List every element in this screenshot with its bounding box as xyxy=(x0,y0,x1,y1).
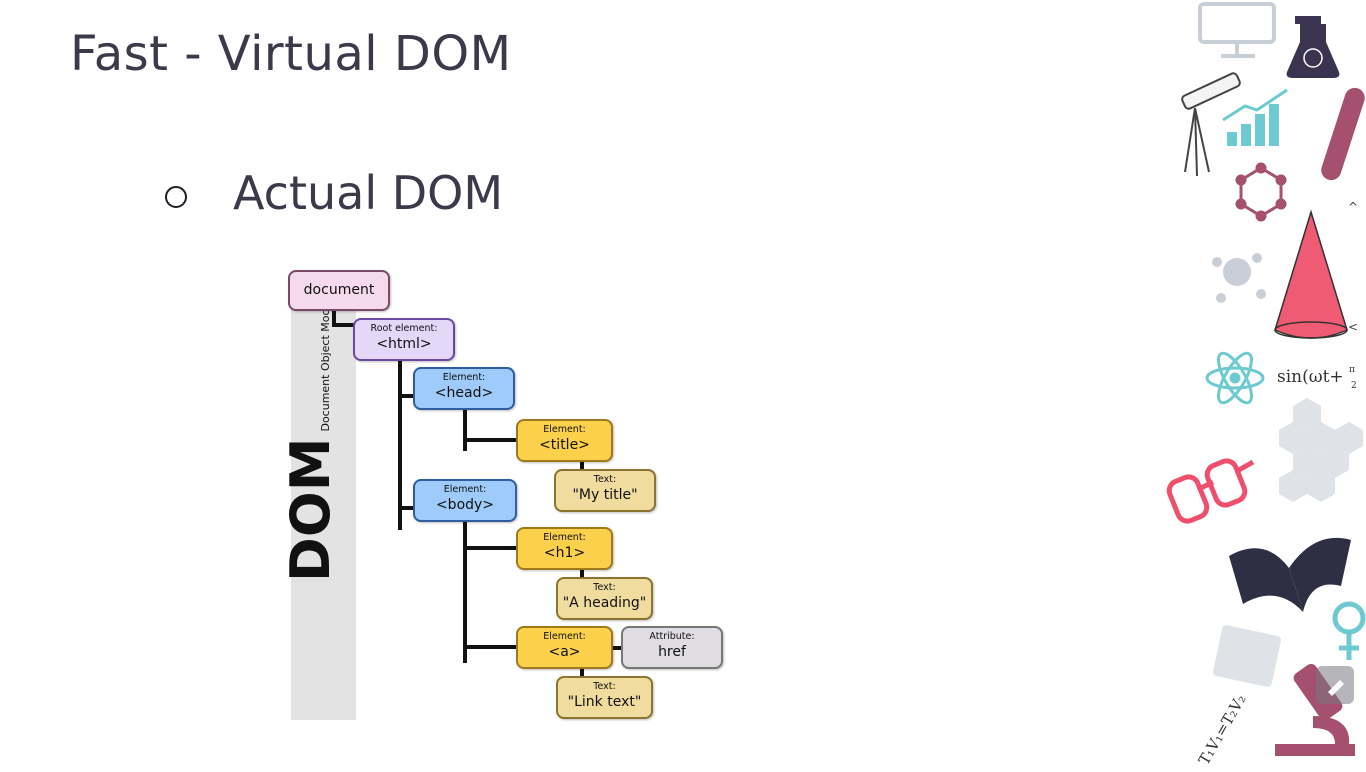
dom-sublabel: Document Object Model xyxy=(319,298,332,432)
node-h1-text-value: "A heading" xyxy=(562,595,647,611)
node-h1: Element: <h1> xyxy=(516,527,613,570)
glasses-icon xyxy=(1166,458,1255,524)
connector-line xyxy=(332,323,354,327)
node-h1-text: Text: "A heading" xyxy=(556,577,653,620)
connector-line xyxy=(398,506,414,510)
node-a: Element: <a> xyxy=(516,626,613,669)
connector-line xyxy=(463,409,467,451)
hexagon-pattern-icon xyxy=(1279,398,1363,502)
node-head: Element: <head> xyxy=(413,367,515,410)
node-a-kind: Element: xyxy=(543,631,586,642)
bullet-circle-icon xyxy=(165,186,187,208)
connector-line xyxy=(398,394,414,398)
bullet-item: Actual DOM xyxy=(165,166,503,220)
connector-line xyxy=(463,521,467,663)
chevron-down-icon[interactable]: < xyxy=(1347,320,1358,334)
formula-numerator: π xyxy=(1349,365,1355,375)
node-document: document xyxy=(288,270,390,311)
node-a-text: Text: "Link text" xyxy=(556,676,653,719)
node-a-text-value: "Link text" xyxy=(567,694,642,710)
connector-line xyxy=(332,302,336,327)
node-html-kind: Root element: xyxy=(370,323,438,334)
female-symbol-icon xyxy=(1332,601,1366,660)
formula-gas-law: T₁V₁=T₂V₂ xyxy=(1195,691,1250,768)
node-body: Element: <body> xyxy=(413,479,517,522)
connector-line xyxy=(463,546,517,550)
slide-title: Fast - Virtual DOM xyxy=(70,26,512,82)
notepad-icon xyxy=(1212,625,1282,687)
node-head-kind: Element: xyxy=(442,372,486,383)
node-html: Root element: <html> xyxy=(353,318,455,361)
bar-chart-icon xyxy=(1222,88,1288,146)
formula-text: sin(ωt+ xyxy=(1277,367,1344,387)
monitor-icon xyxy=(1198,2,1276,58)
cone-icon xyxy=(1274,209,1348,339)
connector-line xyxy=(580,461,584,471)
node-body-kind: Element: xyxy=(443,484,487,495)
node-document-label: document xyxy=(303,282,375,298)
molecule-icon xyxy=(1235,162,1287,222)
connector-line xyxy=(580,569,584,579)
connector-line xyxy=(611,646,623,650)
dom-side-label: DOM Document Object Model xyxy=(279,298,342,582)
node-h1-text-kind: Text: xyxy=(593,582,616,593)
node-a-text-kind: Text: xyxy=(593,681,616,692)
node-title: Element: <title> xyxy=(516,419,613,462)
bullet-text: Actual DOM xyxy=(233,166,504,220)
node-title-text-kind: Text: xyxy=(593,474,617,485)
dom-side-band xyxy=(291,308,356,720)
test-tube-icon xyxy=(1321,87,1365,181)
node-h1-tag: <h1> xyxy=(543,545,586,561)
node-head-tag: <head> xyxy=(434,385,494,401)
node-a-attribute: Attribute: href xyxy=(621,626,723,669)
node-a-attribute-value: href xyxy=(658,644,686,660)
connector-line xyxy=(463,438,517,442)
dom-tree-diagram: DOM Document Object Model document Root e… xyxy=(279,262,740,732)
edit-overlay-button[interactable] xyxy=(1316,666,1354,704)
node-a-tag: <a> xyxy=(548,644,581,660)
node-html-tag: <html> xyxy=(376,336,432,352)
node-title-text-value: "My title" xyxy=(572,487,638,503)
cell-icon xyxy=(1212,253,1266,303)
node-body-tag: <body> xyxy=(435,497,495,513)
node-title-kind: Element: xyxy=(543,424,586,435)
node-h1-kind: Element: xyxy=(543,532,586,543)
book-icon xyxy=(1229,537,1351,612)
atom-icon xyxy=(1205,351,1265,405)
connector-line xyxy=(580,668,584,678)
decor-illustrations: sin(ωt+ π 2 xyxy=(1166,2,1366,768)
node-title-text: Text: "My title" xyxy=(554,469,656,512)
flask-icon xyxy=(1286,16,1340,78)
chevron-up-icon[interactable]: ^ xyxy=(1347,200,1358,214)
formula-denominator: 2 xyxy=(1351,381,1357,391)
node-a-attribute-kind: Attribute: xyxy=(649,631,695,642)
pencil-icon xyxy=(1328,680,1344,696)
decorative-icon-strip: sin(ωt+ π 2 xyxy=(1165,0,1366,768)
connector-line xyxy=(463,645,517,649)
dom-label: DOM xyxy=(279,437,342,582)
node-title-tag: <title> xyxy=(539,437,590,453)
telescope-icon xyxy=(1181,72,1241,177)
connector-line xyxy=(398,360,402,530)
